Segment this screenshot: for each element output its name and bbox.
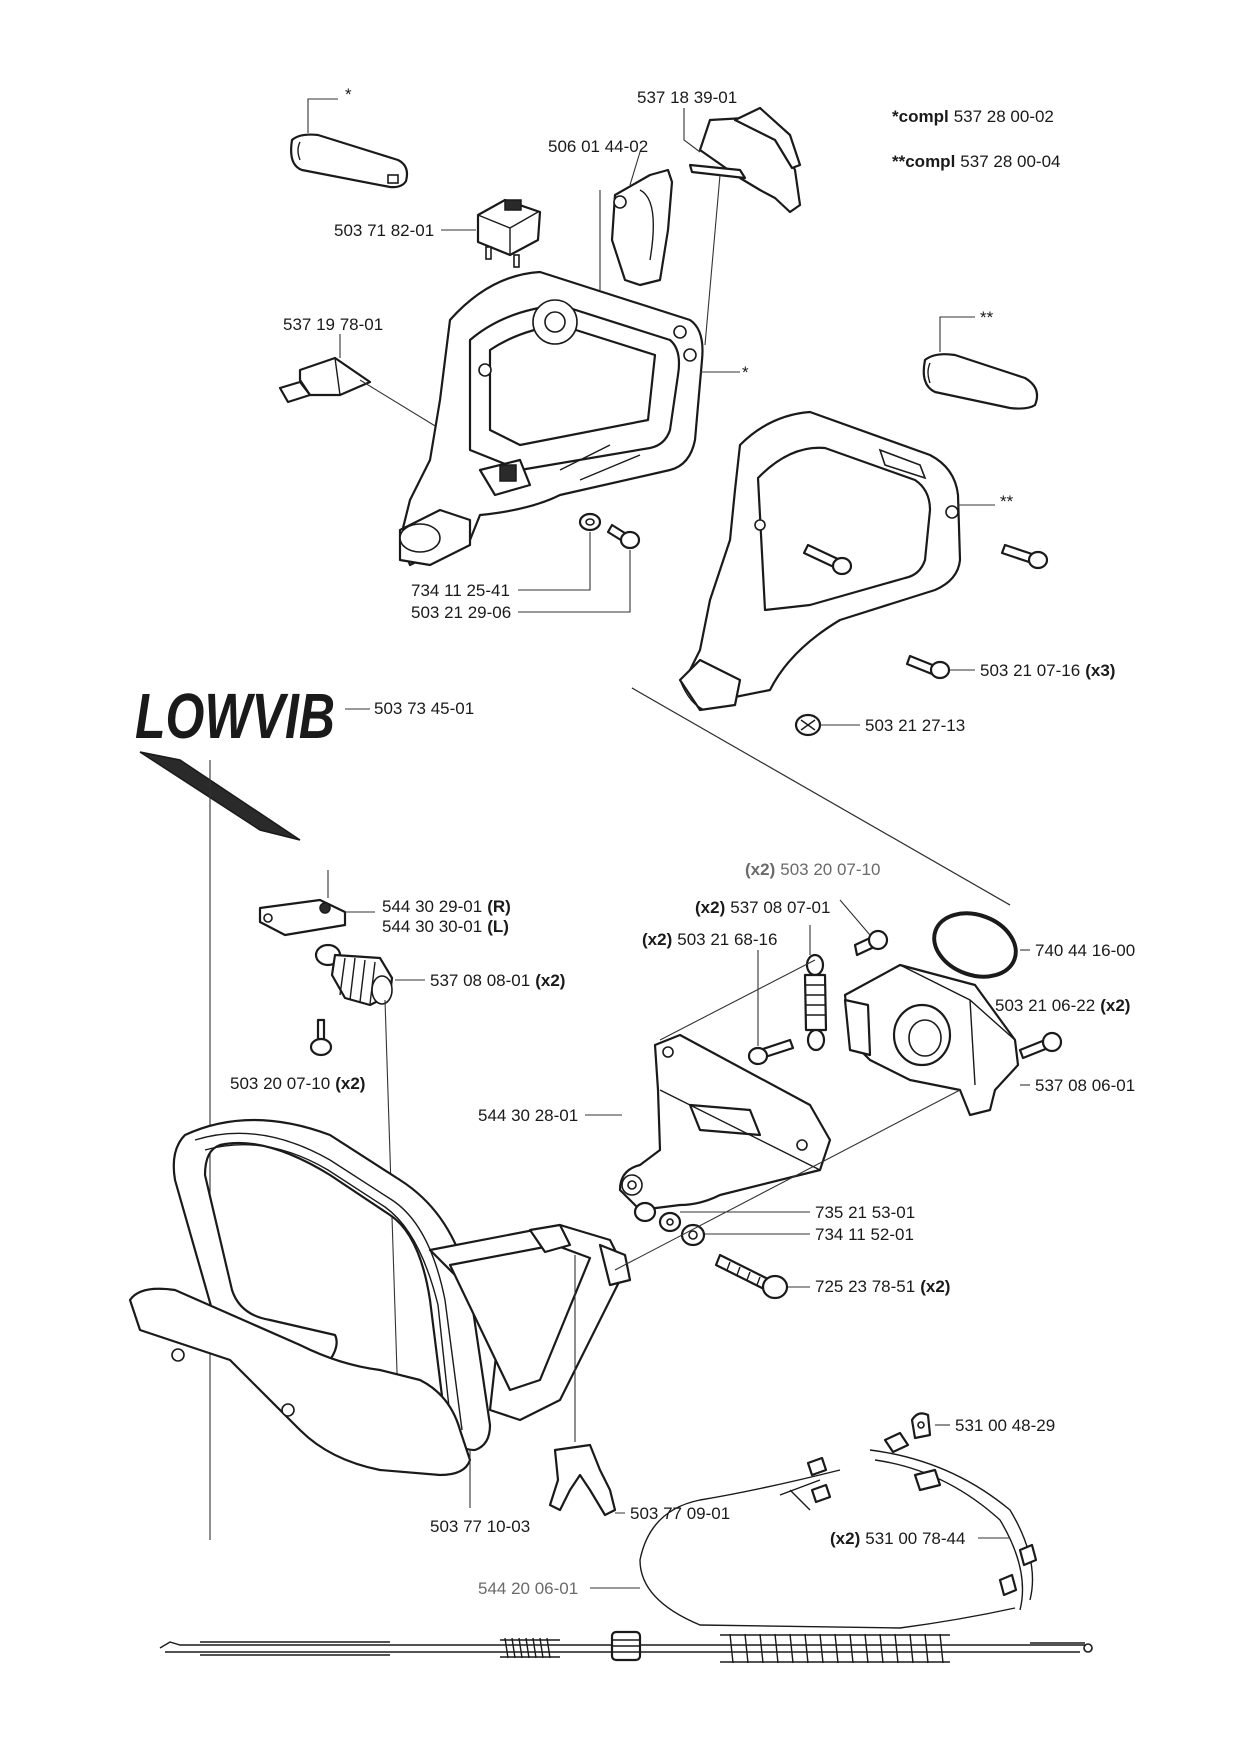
connection-line-4: [614, 1089, 961, 1271]
marker-double-star-2: **: [1000, 492, 1014, 511]
part-725-23-78-51: 725 23 78-51(x2): [714, 1253, 950, 1300]
part-503-21-68-16: (x2)503 21 68-16: [642, 930, 795, 1066]
part-503-21-07-16: 503 21 07-16(x3): [905, 654, 1115, 680]
label-503-21-06-22: 503 21 06-22(x2): [995, 996, 1130, 1015]
label-537-19-78-01: 537 19 78-01: [283, 315, 383, 334]
label-537-08-07-01: (x2)537 08 07-01: [695, 898, 830, 917]
label-503-21-29-06: 503 21 29-06: [411, 603, 511, 622]
part-531-00-78-44: (x2)531 00 78-44: [830, 1431, 1038, 1611]
cap-right: **: [922, 308, 1039, 410]
label-503-21-68-16: (x2)503 21 68-16: [642, 930, 777, 949]
part-537-18-39-01: 537 18 39-01: [637, 88, 802, 214]
logo-text: LOWVIB: [135, 680, 335, 752]
part-544-20-06-01: 544 20 06-01: [478, 1456, 1016, 1629]
label-734-11-25-41: 734 11 25-41: [411, 581, 510, 600]
label-503-20-07-10-left: 503 20 07-10(x2): [230, 1074, 365, 1093]
cap-top-left: *: [290, 85, 409, 189]
label-503-21-07-16: 503 21 07-16(x3): [980, 661, 1115, 680]
label-503-71-82-01: 503 71 82-01: [334, 221, 434, 240]
label-725-23-78-51: 725 23 78-51(x2): [815, 1277, 950, 1296]
connection-line-3: [659, 959, 816, 1041]
part-740-44-16-00: 740 44 16-00: [932, 911, 1135, 979]
part-734-11-25-41: 734 11 25-41: [411, 512, 602, 600]
part-506-01-44-02: 506 01 44-02: [548, 137, 674, 287]
screw-right-housing-b: [1000, 543, 1049, 570]
part-503-77-09-01: 503 77 09-01: [548, 1255, 730, 1523]
label-531-00-48-29: 531 00 48-29: [955, 1416, 1055, 1435]
throttle-cable: [159, 1630, 1093, 1664]
label-503-21-27-13: 503 21 27-13: [865, 716, 965, 735]
part-537-08-08-01: 537 08 08-01(x2): [314, 943, 565, 1466]
part-537-08-06-01: 537 08 06-01: [843, 963, 1135, 1117]
label-544-30-28-01: 544 30 28-01: [478, 1106, 578, 1125]
label-544-30-30-01: 544 30 30-01(L): [382, 917, 509, 936]
marker-star-2: *: [742, 363, 749, 382]
rear-handle-housing: *: [398, 174, 749, 567]
part-537-08-07-01: (x2)537 08 07-01: [695, 898, 830, 1052]
part-503-21-27-13: 503 21 27-13: [794, 713, 965, 737]
label-537-08-06-01: 537 08 06-01: [1035, 1076, 1135, 1095]
label-537-08-08-01: 537 08 08-01(x2): [430, 971, 565, 990]
part-503-20-07-10-right: (x2)503 20 07-10: [745, 860, 889, 957]
label-537-18-39-01: 537 18 39-01: [637, 88, 737, 107]
part-503-20-07-10-left: 503 20 07-10(x2): [230, 1018, 365, 1093]
label-735-21-53-01: 735 21 53-01: [815, 1203, 915, 1222]
connection-line-2: [631, 687, 1011, 906]
label-544-20-06-01: 544 20 06-01: [478, 1579, 578, 1598]
label-531-00-78-44: (x2)531 00 78-44: [830, 1529, 965, 1548]
label-506-01-44-02: 506 01 44-02: [548, 137, 648, 156]
label-503-20-07-10-right: (x2)503 20 07-10: [745, 860, 880, 879]
lowvib-logo: LOWVIB 503 73 45-01: [135, 680, 474, 752]
part-503-71-82-01: 503 71 82-01: [334, 198, 542, 268]
part-503-77-10-03: 503 77 10-03: [128, 1118, 632, 1536]
label-544-30-29-01: 544 30 29-01(R): [382, 897, 511, 916]
part-544-30-29-01: 544 30 29-01(R) 544 30 30-01(L): [258, 870, 511, 937]
part-544-30-28-01: 544 30 28-01: [478, 1033, 832, 1212]
part-531-00-48-29: 531 00 48-29: [910, 1412, 1055, 1440]
label-503-73-45-01: 503 73 45-01: [374, 699, 474, 718]
part-735-21-53-01: 735 21 53-01: [633, 1201, 915, 1233]
label-503-77-09-01: 503 77 09-01: [630, 1504, 730, 1523]
marker-double-star-1: **: [980, 308, 994, 327]
part-734-11-52-01: 734 11 52-01: [680, 1223, 914, 1247]
label-503-77-10-03: 503 77 10-03: [430, 1517, 530, 1536]
part-503-21-06-22: 503 21 06-22(x2): [995, 996, 1130, 1060]
label-734-11-52-01: 734 11 52-01: [815, 1225, 914, 1244]
screw-right-housing-a: [802, 543, 853, 576]
marker-star-1: *: [345, 85, 352, 104]
label-740-44-16-00: 740 44 16-00: [1035, 941, 1135, 960]
part-503-21-29-06: 503 21 29-06: [411, 523, 641, 622]
part-537-19-78-01: 537 19 78-01: [278, 315, 446, 433]
